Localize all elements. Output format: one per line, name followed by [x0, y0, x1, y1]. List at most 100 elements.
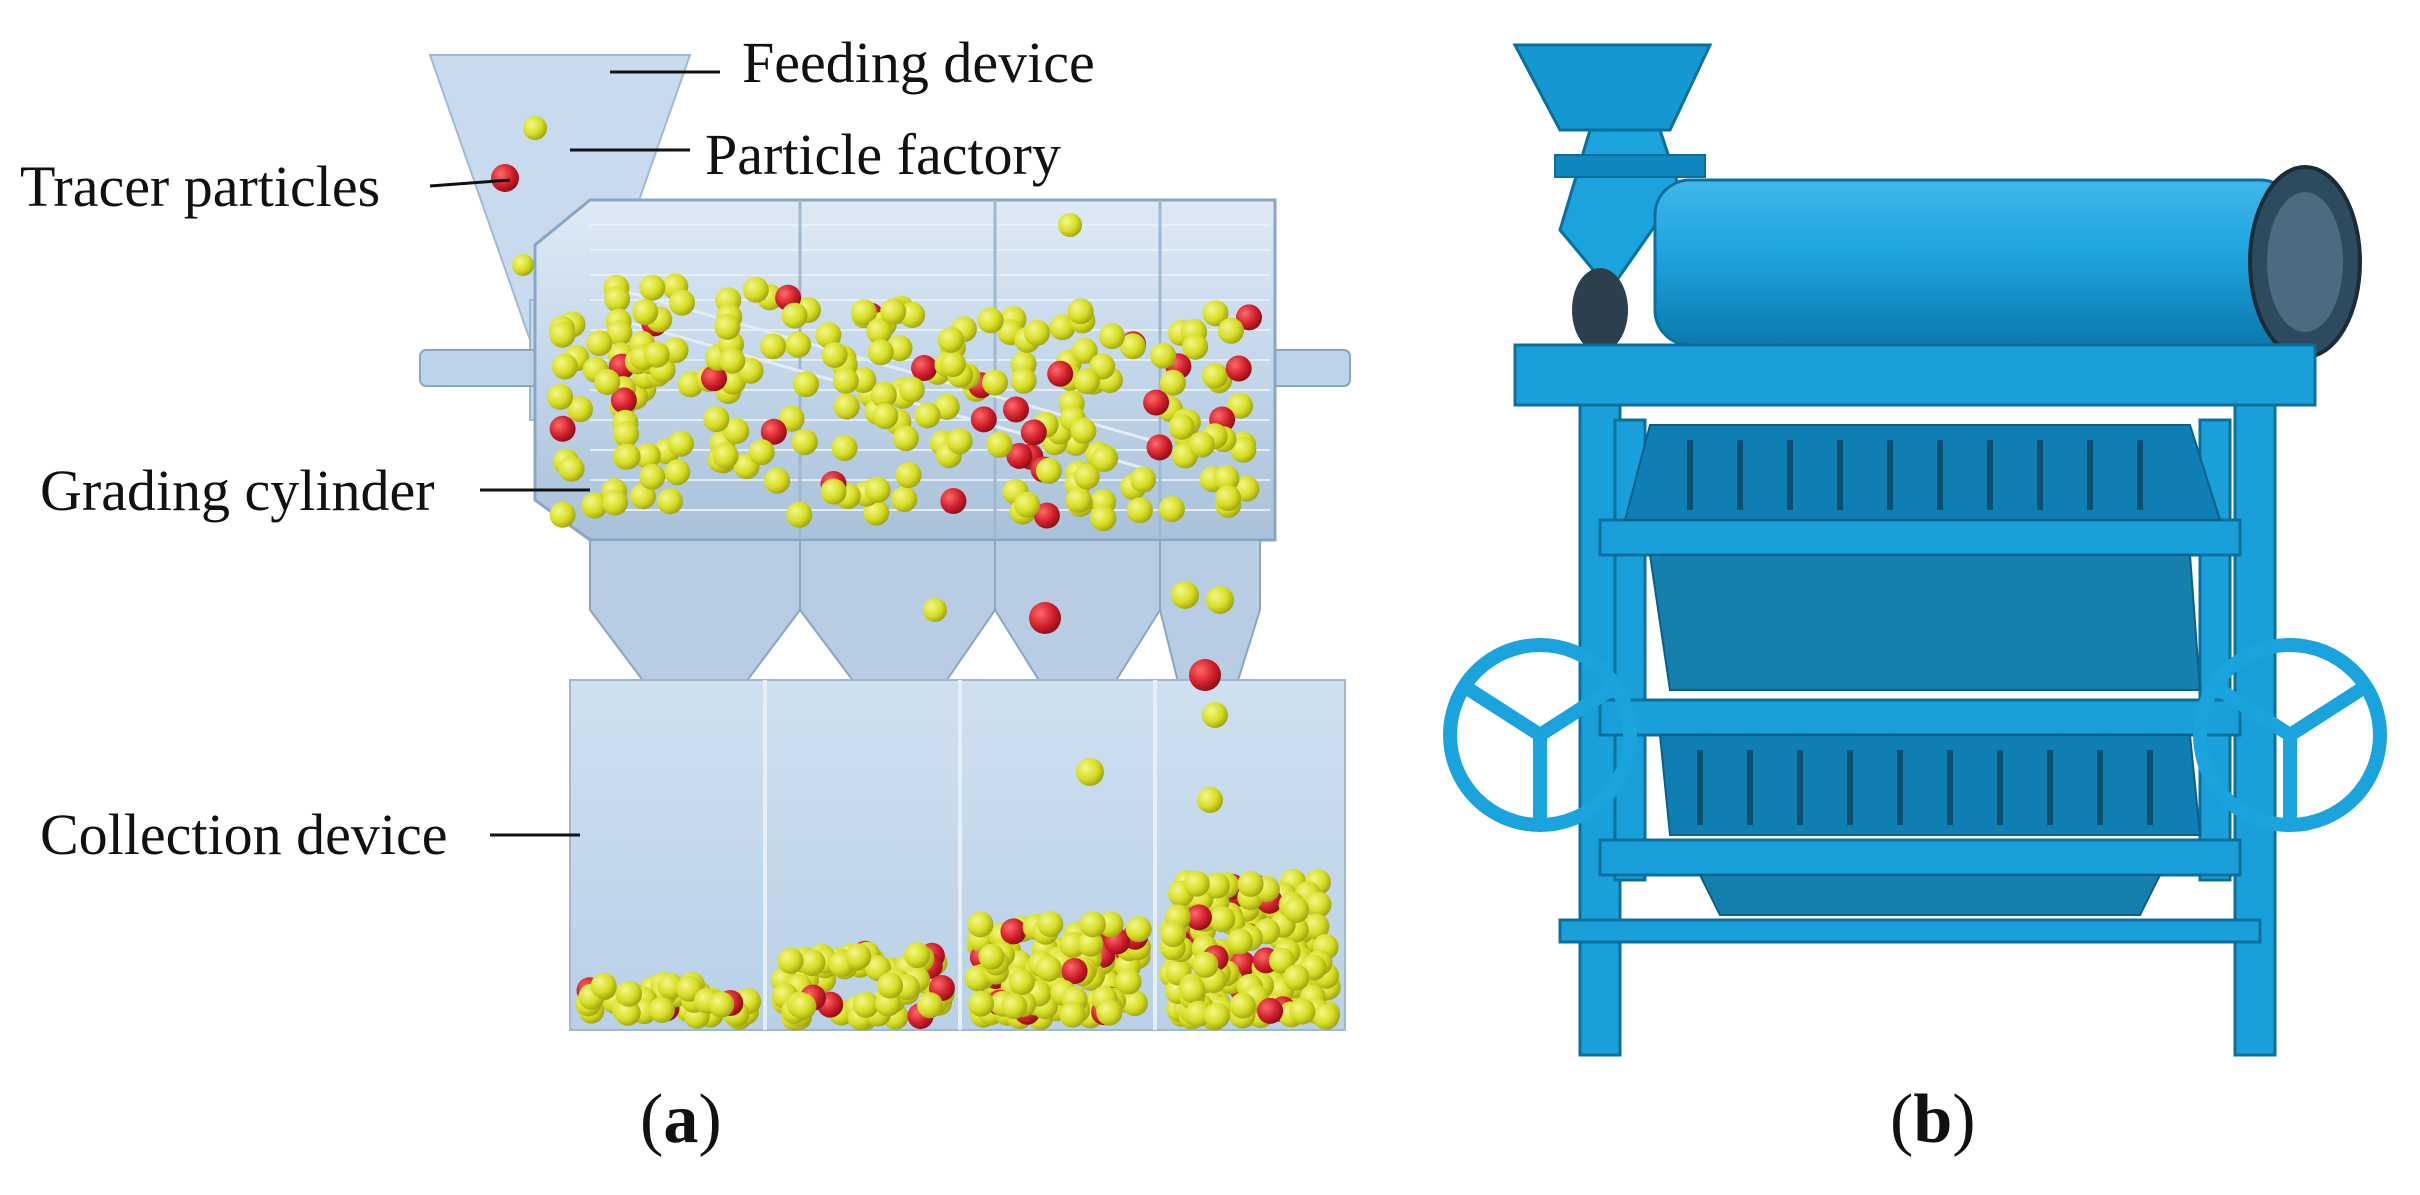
particle: [1070, 417, 1097, 444]
machine-hand-wheel-right: [2193, 638, 2387, 832]
tracer-particle: [1047, 360, 1074, 387]
particle: [1096, 999, 1123, 1026]
collection-bins: [569, 679, 1346, 1031]
particle: [648, 997, 675, 1023]
machine-sieve-trays: [1623, 424, 2222, 916]
label-tracer-particles: Tracer particles: [20, 154, 381, 219]
tracer-particle: [549, 415, 576, 442]
particle: [940, 351, 966, 377]
panel-b-machine-photo: [1443, 43, 2387, 1057]
tracer-particle: [1003, 396, 1029, 423]
tracer-particle: [1033, 502, 1060, 529]
tracer-particle: [1143, 389, 1170, 416]
particle: [613, 421, 640, 448]
particle: [549, 321, 576, 348]
tracer-particle: [1225, 355, 1252, 382]
particle: [1001, 993, 1028, 1020]
tracer-particle: [1189, 659, 1221, 691]
particle: [1182, 333, 1209, 360]
tracer-particle: [491, 164, 519, 192]
particle: [1037, 911, 1064, 937]
particle: [880, 298, 907, 325]
particle: [1159, 369, 1186, 396]
particle: [1115, 968, 1142, 995]
particle: [523, 116, 547, 140]
particle: [586, 330, 613, 357]
particle: [742, 276, 769, 303]
particle: [1305, 891, 1332, 918]
panel-label-a: (a): [640, 1085, 722, 1155]
particle: [656, 488, 683, 515]
particle: [630, 483, 656, 510]
particle: [639, 463, 666, 490]
particle: [1226, 928, 1253, 955]
particle: [845, 943, 872, 970]
particle: [914, 402, 941, 429]
particle: [937, 326, 964, 353]
panel-label-a-open: (: [640, 1081, 664, 1158]
particle: [786, 501, 813, 528]
particle: [1158, 496, 1185, 523]
panel-label-b-open: (: [1890, 1081, 1914, 1158]
particle: [1197, 787, 1223, 813]
particle: [832, 367, 859, 394]
particle: [590, 972, 617, 999]
particle: [1073, 368, 1100, 395]
particle: [558, 455, 585, 482]
particle: [1010, 367, 1037, 394]
tracer-particle: [1000, 918, 1027, 945]
particle: [1203, 872, 1230, 899]
particle: [904, 942, 931, 969]
particle: [1230, 436, 1257, 463]
particle: [634, 443, 661, 469]
particle: [614, 443, 641, 470]
particle: [632, 299, 659, 325]
particle: [547, 383, 574, 410]
machine-frame: [1513, 343, 2317, 1057]
particle: [669, 289, 695, 316]
particle: [821, 342, 848, 368]
particle: [1283, 896, 1310, 923]
particle: [764, 467, 791, 494]
particle: [1125, 916, 1152, 943]
particle: [799, 949, 826, 976]
particle: [1202, 362, 1228, 389]
tracer-particle: [911, 355, 938, 381]
particle: [1218, 317, 1244, 344]
tracer-particle: [970, 406, 997, 433]
particle: [723, 418, 750, 444]
particle: [708, 991, 735, 1018]
tracer-particle: [1146, 434, 1173, 461]
particle: [977, 307, 1004, 334]
particle: [1206, 586, 1234, 614]
particle: [1090, 505, 1117, 532]
particle: [581, 492, 608, 519]
particle: [1183, 870, 1210, 897]
machine-drum: [1653, 178, 2297, 347]
particle: [1171, 581, 1199, 609]
tracer-particle: [701, 365, 727, 392]
particle: [1035, 457, 1062, 484]
particle: [748, 439, 775, 466]
panel-label-a-letter: a: [663, 1081, 699, 1158]
particle: [1035, 955, 1062, 982]
particle: [978, 943, 1005, 970]
particle: [1098, 323, 1125, 350]
particle: [1209, 906, 1236, 933]
particle: [1237, 871, 1264, 897]
particle: [1071, 337, 1098, 364]
particle: [594, 369, 621, 395]
particle: [1202, 300, 1229, 327]
label-particle-factory: Particle factory: [705, 122, 1061, 187]
particle: [778, 405, 805, 432]
particle: [664, 459, 691, 486]
particle: [1073, 463, 1100, 490]
particle: [820, 478, 847, 505]
tracer-particle: [940, 488, 967, 514]
tracer-particle: [610, 387, 637, 414]
particle: [877, 972, 904, 999]
particle: [1150, 342, 1177, 369]
particle: [791, 429, 818, 456]
particle: [1303, 913, 1330, 940]
